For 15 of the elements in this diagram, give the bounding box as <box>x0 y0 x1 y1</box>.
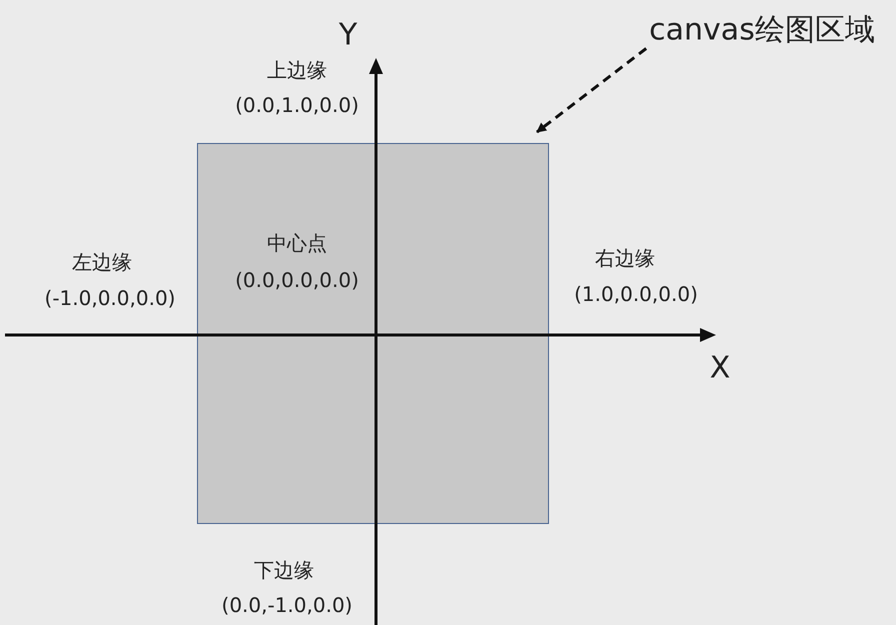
edge-name: 右边缘 <box>595 247 655 269</box>
coordinate-text: (1.0,0.0,0.0) <box>574 283 698 305</box>
coordinate-text: (0.0,-1.0,0.0) <box>222 594 352 616</box>
axis-label: X <box>710 352 730 384</box>
coordinate-text: (0.0,0.0,0.0) <box>235 269 359 291</box>
callout-text: canvas绘图区域 <box>649 14 875 46</box>
axis-label: Y <box>338 18 358 52</box>
canvas-area <box>197 143 549 524</box>
coordinate-text: (-1.0,0.0,0.0) <box>44 287 176 309</box>
leader-line <box>536 47 648 134</box>
edge-name: 上边缘 <box>267 59 327 81</box>
edge-name: 下边缘 <box>254 559 314 581</box>
coordinate-text: (0.0,1.0,0.0) <box>235 94 359 116</box>
center-label: 中心点 <box>267 232 327 254</box>
edge-name: 左边缘 <box>72 251 132 273</box>
